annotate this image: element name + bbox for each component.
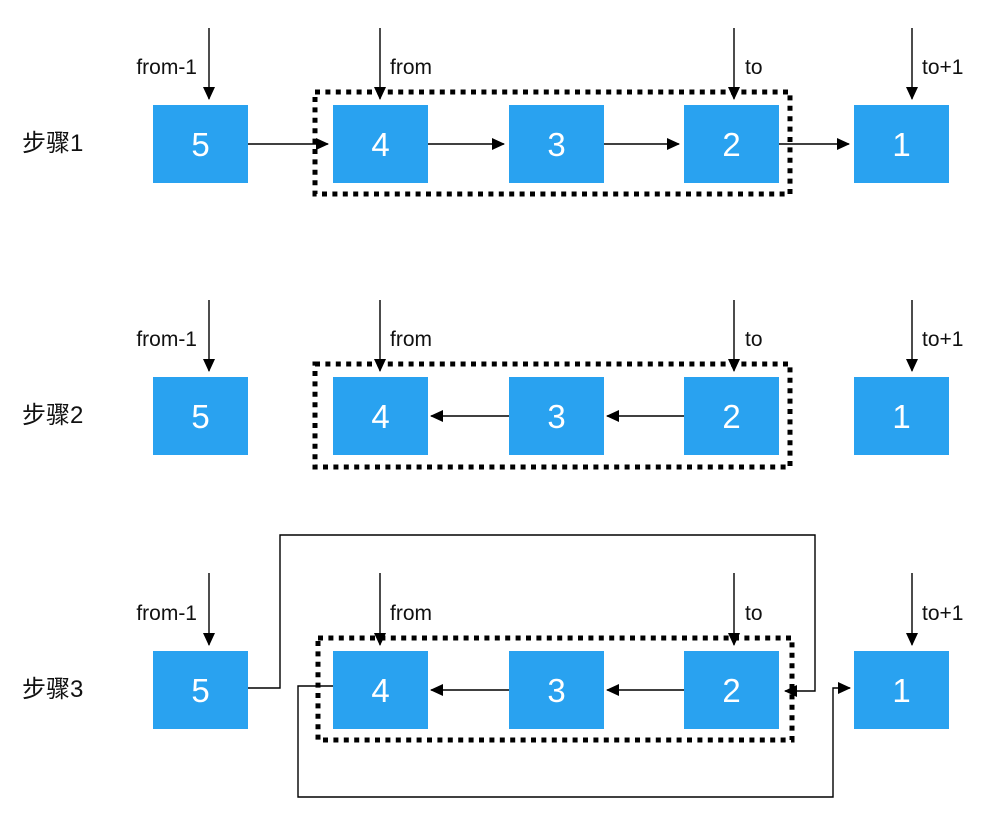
step2-node-3: 3 [509,377,604,455]
pointer-label-step1-from-1: from-1 [136,56,197,79]
scope-box-step1 [312,89,793,197]
pointer-label-step2-from-1: from-1 [136,328,197,351]
step3-node-1: 1 [854,651,949,729]
step1-node-4: 4 [333,105,428,183]
pointer-arrows-step3 [203,573,918,646]
pointer-label-step2-from: from [390,328,432,351]
pointer-label-step3-to: to [745,602,763,625]
wire-step3-4-to-1 [297,682,851,798]
pointer-label-step3-from: from [390,602,432,625]
step-1-label: 步骤1 [22,130,84,157]
step-2-label: 步骤2 [22,402,84,429]
step2-node-4: 4 [333,377,428,455]
step2-node-1: 1 [854,377,949,455]
pointer-label-step1-to: to [745,56,763,79]
wire-step3-5-to-2 [248,534,816,697]
pointer-label-step2-to+1: to+1 [922,328,964,351]
step3-node-3: 3 [509,651,604,729]
step1-node-5: 5 [153,105,248,183]
scope-box-step2 [312,361,793,470]
step1-node-3: 3 [509,105,604,183]
pointer-label-step3-to+1: to+1 [922,602,964,625]
pointer-label-step2-to: to [745,328,763,351]
pointer-arrows-step2 [203,300,918,372]
step3-node-2: 2 [684,651,779,729]
links-step3 [248,534,851,798]
step1-node-2: 2 [684,105,779,183]
pointer-label-step1-from: from [390,56,432,79]
step-3-label: 步骤3 [22,676,84,703]
pointer-label-step3-from-1: from-1 [136,602,197,625]
step2-node-5: 5 [153,377,248,455]
pointer-arrows-step1 [203,28,918,100]
pointer-label-step1-to+1: to+1 [922,56,964,79]
step2-node-2: 2 [684,377,779,455]
step1-node-1: 1 [854,105,949,183]
step3-node-5: 5 [153,651,248,729]
step3-node-4: 4 [333,651,428,729]
